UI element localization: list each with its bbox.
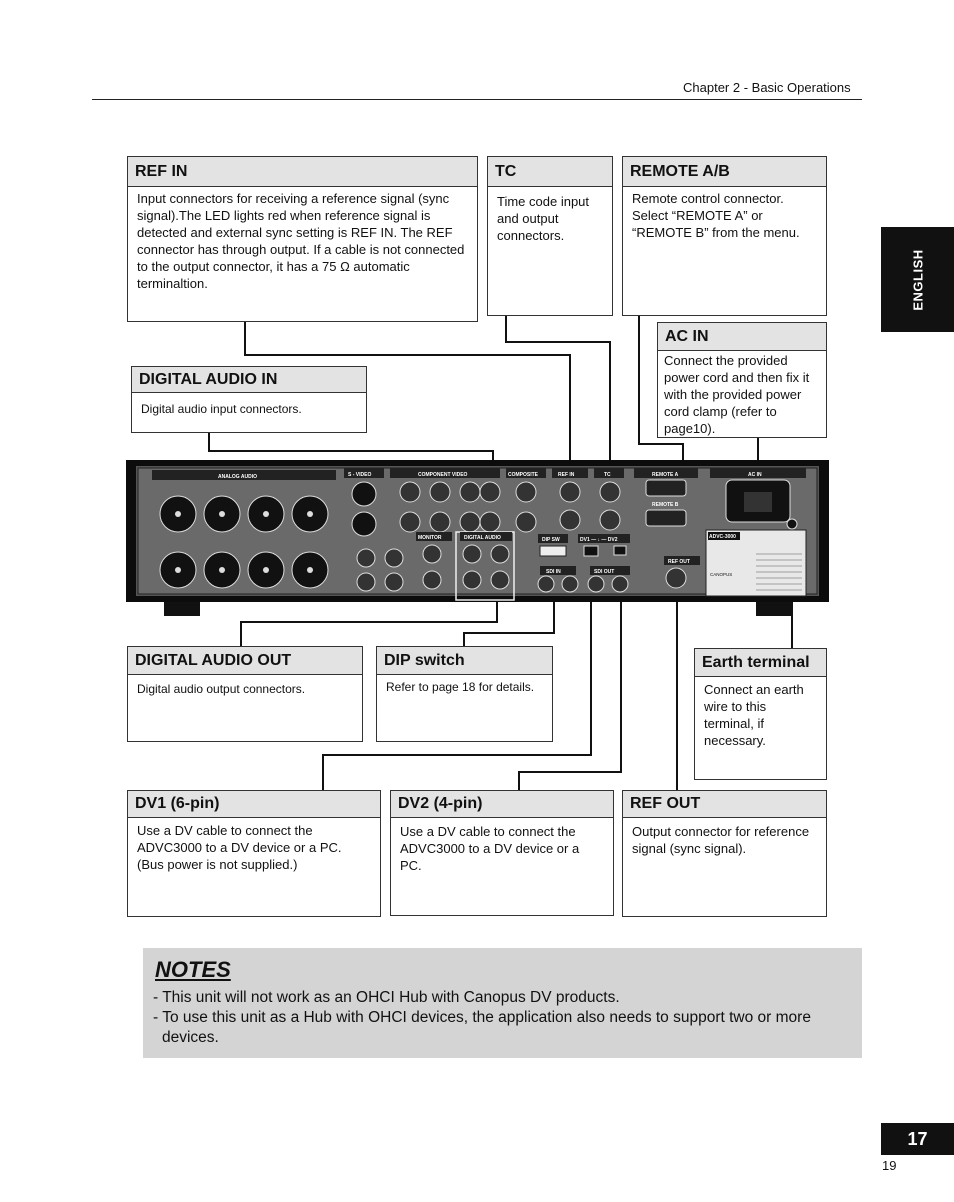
header-rule (92, 99, 862, 100)
callout-digital-audio-in: DIGITAL AUDIO IN Digital audio input con… (131, 366, 367, 433)
panel-label-monitor: MONITOR (418, 535, 442, 541)
callout-ref-out-title: REF OUT (623, 791, 826, 818)
callout-earth-terminal-title: Earth terminal (695, 649, 826, 677)
note-item-continuation: devices. (162, 1029, 219, 1046)
callout-dip-switch-title: DIP switch (377, 647, 552, 675)
callout-ac-in: AC IN Connect the provided power cord an… (657, 322, 827, 438)
callout-remote-ab-title: REMOTE A/B (623, 157, 826, 187)
panel-label-remote-a: REMOTE A (652, 472, 679, 478)
panel-label-analog-audio: ANALOG AUDIO (218, 474, 257, 480)
note-item: - This unit will not work as an OHCI Hub… (153, 989, 620, 1006)
callout-digital-audio-in-body: Digital audio input connectors. (141, 402, 302, 416)
panel-label-ref-in: REF IN (558, 472, 575, 478)
callout-earth-terminal: Earth terminal Connect an earth wire to … (694, 648, 827, 780)
callout-earth-terminal-body: Connect an earth wire to this terminal, … (704, 682, 804, 748)
panel-label-brand: CANOPUS (710, 572, 732, 577)
page-number: 19 (882, 1158, 897, 1173)
callout-ref-out-body: Output connector for reference signal (s… (632, 824, 810, 856)
panel-label-digital-audio: DIGITAL AUDIO (464, 535, 501, 541)
callout-digital-audio-out-title: DIGITAL AUDIO OUT (128, 647, 362, 675)
callout-ref-in-body: Input connectors for receiving a referen… (137, 191, 465, 291)
callout-digital-audio-in-title: DIGITAL AUDIO IN (132, 367, 366, 393)
rear-panel-illustration: ANALOG AUDIO S - VIDEO COMPONENT VIDEO C… (126, 460, 829, 616)
notes-panel (143, 948, 862, 1058)
panel-label-remote-b: REMOTE B (652, 502, 679, 508)
callout-dip-switch: DIP switch Refer to page 18 for details. (376, 646, 553, 742)
callout-dv1-body: Use a DV cable to connect the ADVC3000 t… (137, 823, 342, 872)
callout-dv1-title: DV1 (6-pin) (128, 791, 380, 818)
callout-ac-in-body: Connect the provided power cord and then… (664, 353, 810, 436)
callout-ref-in-title: REF IN (128, 157, 477, 187)
callout-dip-switch-body: Refer to page 18 for details. (386, 680, 535, 694)
callout-digital-audio-out-body: Digital audio output connectors. (137, 682, 306, 696)
language-tab: ENGLISH (881, 227, 954, 332)
callout-digital-audio-out: DIGITAL AUDIO OUT Digital audio output c… (127, 646, 363, 742)
callout-remote-ab-body: Remote control connector. Select “REMOTE… (632, 191, 800, 240)
callout-dv2-body: Use a DV cable to connect the ADVC3000 t… (400, 824, 580, 873)
panel-label-dip-sw: DIP SW (542, 537, 560, 543)
panel-label-composite: COMPOSITE (508, 472, 539, 478)
callout-tc-title: TC (488, 157, 612, 187)
callout-ref-in: REF IN Input connectors for receiving a … (127, 156, 478, 322)
panel-label-sdi-out: SDI OUT (594, 569, 614, 575)
panel-label-component-video: COMPONENT VIDEO (418, 472, 468, 478)
panel-label-ref-out: REF OUT (668, 559, 690, 565)
panel-label-ac-in: AC IN (748, 472, 762, 478)
callout-tc-body: Time code input and output connectors. (497, 194, 590, 243)
panel-label-s-video: S - VIDEO (348, 472, 371, 478)
note-item: - To use this unit as a Hub with OHCI de… (153, 1009, 811, 1026)
callout-ref-out: REF OUT Output connector for reference s… (622, 790, 827, 917)
notes-title: NOTES (155, 957, 231, 982)
panel-label-dv: DV1 — ↓ — DV2 (580, 537, 618, 543)
callout-dv1: DV1 (6-pin) Use a DV cable to connect th… (127, 790, 381, 917)
panel-label-model: ADVC-3000 (709, 534, 736, 540)
callout-ac-in-title: AC IN (658, 323, 826, 351)
chapter-heading: Chapter 2 - Basic Operations (683, 80, 851, 95)
callout-dv2: DV2 (4-pin) Use a DV cable to connect th… (390, 790, 614, 916)
panel-label-tc: TC (604, 472, 611, 478)
panel-label-sdi-in: SDI IN (546, 569, 561, 575)
callout-dv2-title: DV2 (4-pin) (391, 791, 613, 818)
callout-tc: TC Time code input and output connectors… (487, 156, 613, 316)
callout-remote-ab: REMOTE A/B Remote control connector. Sel… (622, 156, 827, 316)
language-label: ENGLISH (910, 248, 925, 311)
page-tab-number: 17 (881, 1123, 954, 1155)
